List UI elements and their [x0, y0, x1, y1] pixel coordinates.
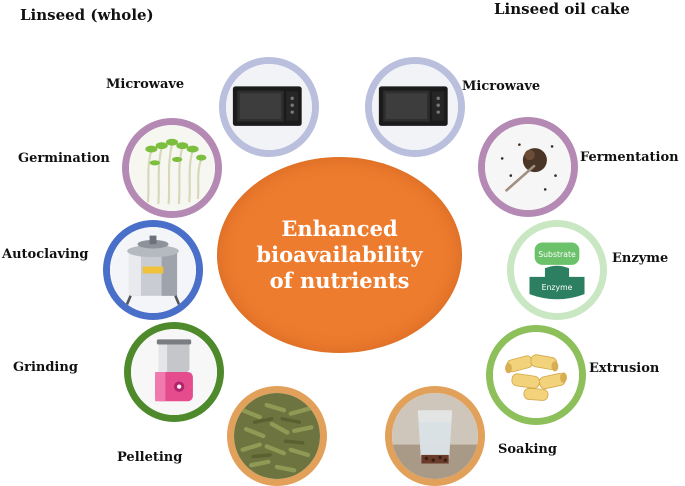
grinder-icon	[131, 329, 217, 415]
left-germination-circle	[122, 118, 222, 218]
center-text-line3: of nutrients	[269, 268, 410, 293]
microwave-icon	[372, 64, 458, 150]
left-microwave-circle	[219, 57, 319, 157]
left-pelleting-label: Pelleting	[117, 450, 183, 465]
right-enzyme-circle: Substrate Enzyme	[507, 220, 607, 320]
left-autoclaving-label: Autoclaving	[2, 247, 89, 262]
right-extrusion-circle	[486, 325, 586, 425]
center-ellipse: Enhanced bioavailability of nutrients	[217, 157, 462, 353]
fermentation-icon	[485, 124, 571, 210]
right-fermentation-label: Fermentation	[580, 150, 679, 165]
right-microwave-circle	[365, 57, 465, 157]
left-heading: Linseed (whole)	[20, 6, 154, 24]
enzyme-substrate-text: Substrate	[538, 250, 576, 259]
right-soaking-label: Soaking	[498, 442, 557, 457]
soaking-glass-icon	[392, 393, 478, 479]
sprouts-icon	[129, 125, 215, 211]
center-text-line2: bioavailability	[256, 242, 423, 267]
pellets-icon	[234, 393, 320, 479]
left-autoclaving-circle	[103, 220, 203, 320]
right-extrusion-label: Extrusion	[589, 361, 660, 376]
left-germination-label: Germination	[18, 151, 110, 166]
pasta-icon	[493, 332, 579, 418]
right-heading: Linseed oil cake	[494, 0, 630, 18]
left-grinding-label: Grinding	[13, 360, 78, 375]
right-soaking-circle	[385, 386, 485, 486]
right-microwave-label: Microwave	[462, 79, 541, 94]
left-pelleting-circle	[227, 386, 327, 486]
left-grinding-circle	[124, 322, 224, 422]
enzyme-enzyme-text: Enzyme	[542, 283, 573, 292]
right-fermentation-circle	[478, 117, 578, 217]
enzyme-icon: Substrate Enzyme	[514, 227, 600, 313]
left-microwave-label: Microwave	[106, 77, 185, 92]
center-text-line1: Enhanced	[281, 216, 398, 241]
autoclave-icon	[110, 227, 196, 313]
right-enzyme-label: Enzyme	[612, 251, 669, 266]
microwave-icon	[226, 64, 312, 150]
